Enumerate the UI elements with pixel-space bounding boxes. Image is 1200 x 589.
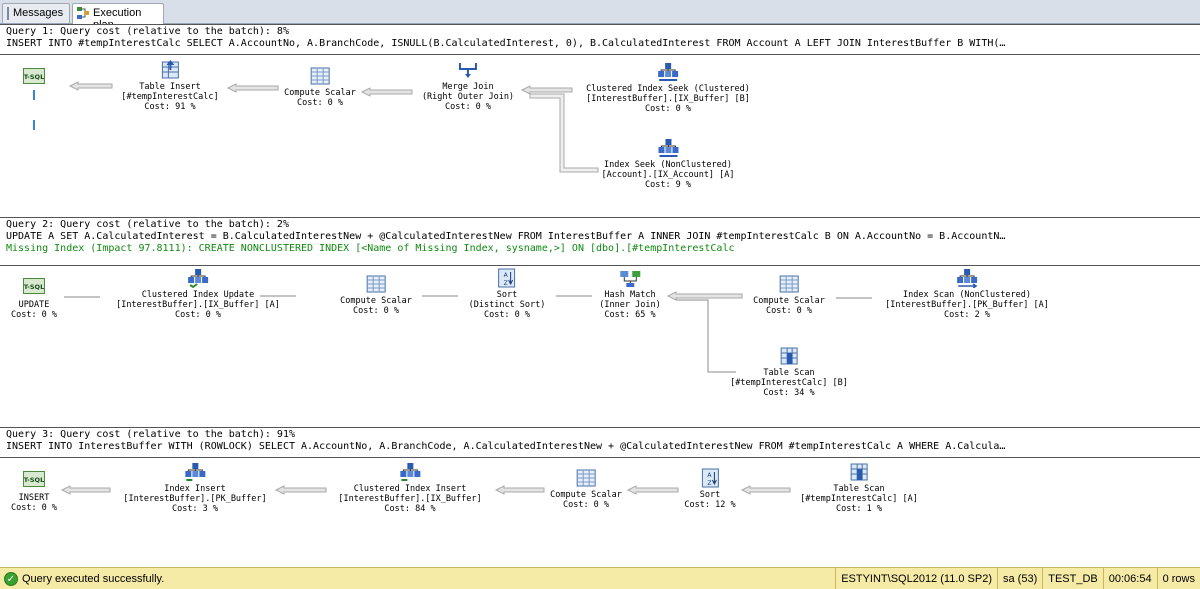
- clustered-index-insert-icon: [399, 462, 421, 482]
- query-title: Query 2: Query cost (relative to the bat…: [6, 219, 289, 230]
- query-2-header: Query 2: Query cost (relative to the bat…: [0, 217, 1200, 255]
- plan-node-hash-match[interactable]: Hash Match(Inner Join)Cost: 65 %: [599, 268, 661, 320]
- execution-plan-canvas[interactable]: Query 1: Query cost (relative to the bat…: [0, 24, 1200, 567]
- tsql-icon: T-SQL: [23, 278, 45, 298]
- hash-match-icon: [619, 268, 641, 288]
- query-title: Query 1: Query cost (relative to the bat…: [6, 26, 289, 37]
- query-sql: UPDATE A SET A.CalculatedInterest = B.Ca…: [6, 231, 1006, 242]
- execution-plan-icon: [77, 7, 89, 20]
- query-sql: INSERT INTO InterestBuffer WITH (ROWLOCK…: [6, 441, 1006, 452]
- tsql-icon: T-SQL: [23, 471, 45, 491]
- plan-node-table-scan-3[interactable]: Table Scan[#tempInterestCalc] [A]Cost: 1…: [800, 462, 918, 514]
- plan-node-clustered-index-seek[interactable]: Clustered Index Seek (Clustered)[Interes…: [586, 62, 750, 114]
- table-insert-icon: [159, 60, 181, 80]
- table-scan-icon: [848, 462, 870, 482]
- status-message: ✓ Query executed successfully.: [0, 571, 835, 586]
- status-user: sa (53): [997, 567, 1042, 589]
- merge-join-icon: [457, 60, 479, 80]
- tab-execution-plan[interactable]: Execution plan: [72, 3, 164, 31]
- messages-icon: [7, 7, 9, 20]
- plan-node-clustered-index-update[interactable]: Clustered Index Update[InterestBuffer].[…: [116, 268, 280, 320]
- compute-scalar-icon: [778, 274, 800, 294]
- plan-connectors: [60, 81, 872, 495]
- clustered-index-update-icon: [187, 268, 209, 289]
- plan-node-table-scan[interactable]: Table Scan[#tempInterestCalc] [B]Cost: 3…: [730, 346, 848, 398]
- status-server: ESTYINT\SQL2012 (11.0 SP2): [835, 567, 997, 589]
- plan-node-clustered-index-insert[interactable]: Clustered Index Insert[InterestBuffer].[…: [338, 462, 482, 514]
- compute-scalar-icon: [309, 66, 331, 86]
- index-seek-icon: [657, 138, 679, 158]
- tsql-label: T-SQL: [24, 476, 45, 484]
- check-icon: ✓: [4, 571, 18, 586]
- query-1-header: Query 1: Query cost (relative to the bat…: [0, 24, 1200, 50]
- plan-node-index-insert[interactable]: Index Insert[InterestBuffer].[PK_Buffer]…: [123, 462, 267, 514]
- svg-text:Z: Z: [504, 280, 508, 287]
- index-scan-icon: [956, 268, 978, 289]
- status-rows: 0 rows: [1156, 567, 1200, 589]
- query-title: Query 3: Query cost (relative to the bat…: [6, 429, 295, 440]
- svg-text:Z: Z: [707, 480, 711, 487]
- plan-node-index-scan[interactable]: Index Scan (NonClustered)[InterestBuffer…: [885, 268, 1049, 320]
- svg-text:A: A: [504, 272, 509, 279]
- tab-label: Messages: [13, 7, 64, 19]
- clustered-index-seek-icon: [657, 62, 679, 82]
- status-bar: ✓ Query executed successfully. ESTYINT\S…: [0, 567, 1200, 589]
- tab-messages[interactable]: Messages: [2, 3, 70, 23]
- svg-text:A: A: [707, 472, 712, 479]
- status-elapsed: 00:06:54: [1102, 567, 1157, 589]
- table-scan-icon: [778, 346, 800, 366]
- status-database: TEST_DB: [1042, 567, 1103, 589]
- missing-index-hint[interactable]: Missing Index (Impact 97.8111): CREATE N…: [6, 243, 735, 254]
- results-tab-strip: Messages Execution plan: [0, 0, 1200, 31]
- tsql-label: T-SQL: [24, 283, 45, 291]
- plan-node-merge-join[interactable]: Merge Join(Right Outer Join)Cost: 0 %: [422, 60, 514, 112]
- plan-node-index-seek[interactable]: Index Seek (NonClustered)[Account].[IX_A…: [601, 138, 735, 190]
- plan-node-table-insert[interactable]: Table Insert[#tempInterestCalc]Cost: 91 …: [121, 60, 219, 112]
- compute-scalar-icon: [575, 468, 597, 488]
- tsql-label: T-SQL: [24, 73, 45, 81]
- query-3-header: Query 3: Query cost (relative to the bat…: [0, 427, 1200, 453]
- tsql-icon: T-SQL: [23, 68, 45, 88]
- index-insert-icon: [184, 462, 206, 482]
- compute-scalar-icon: [365, 274, 387, 294]
